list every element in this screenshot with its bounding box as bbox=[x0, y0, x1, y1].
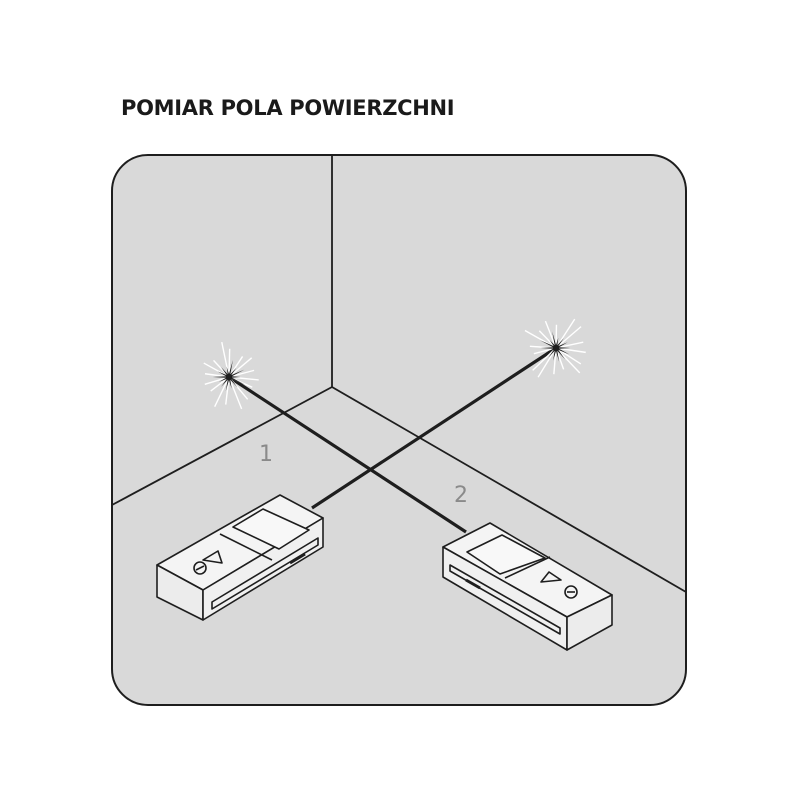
light-ray bbox=[533, 347, 557, 355]
measurement-label-1: 1 bbox=[259, 442, 273, 467]
light-ray bbox=[228, 348, 231, 378]
laser-beam-1 bbox=[228, 375, 467, 534]
light-ray bbox=[555, 318, 576, 349]
light-ray bbox=[553, 347, 557, 375]
laser-point-icon bbox=[203, 342, 259, 410]
light-ray bbox=[555, 341, 584, 349]
light-ray bbox=[537, 347, 557, 378]
light-ray bbox=[228, 357, 253, 378]
light-ray bbox=[532, 347, 557, 371]
light-ray bbox=[214, 376, 230, 407]
laser-distance-meter-icon bbox=[442, 522, 613, 651]
laser-beam-2 bbox=[311, 346, 557, 510]
laser-spot bbox=[540, 331, 571, 362]
light-ray bbox=[555, 326, 582, 349]
light-ray bbox=[544, 320, 557, 349]
light-ray bbox=[555, 347, 586, 354]
light-ray bbox=[210, 376, 230, 392]
page-title: POMIAR POLA POWIERZCHNI bbox=[121, 96, 455, 120]
laser-point-icon bbox=[524, 318, 586, 378]
floor-edge-right bbox=[331, 386, 686, 593]
measurement-label-2: 2 bbox=[454, 483, 468, 508]
laser-distance-meter-icon bbox=[156, 494, 324, 621]
laser-spot bbox=[212, 360, 246, 391]
light-ray bbox=[228, 376, 243, 410]
floor-edge-left bbox=[112, 386, 333, 506]
light-ray bbox=[204, 376, 230, 385]
light-ray bbox=[228, 369, 255, 378]
light-ray bbox=[555, 347, 581, 374]
